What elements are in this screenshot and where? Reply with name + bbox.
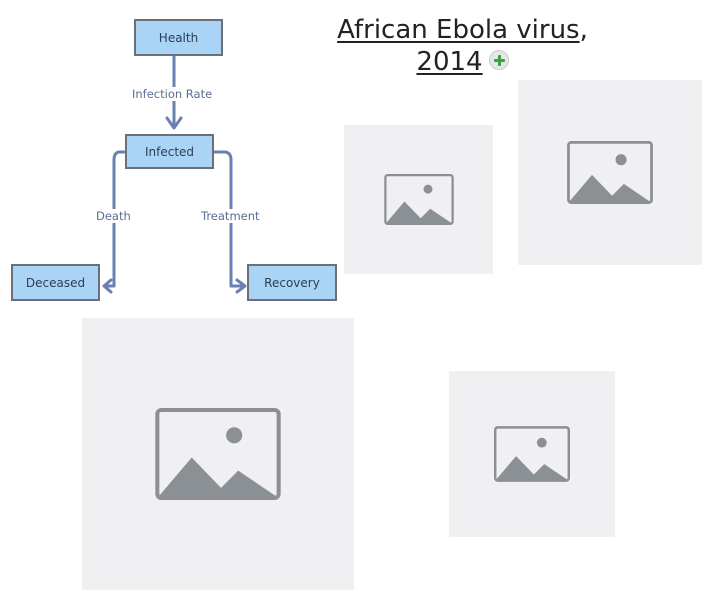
image-placeholder-3[interactable]: [82, 318, 354, 590]
page-title-text: African Ebola virus: [337, 15, 580, 45]
page-title-line2: 2014: [330, 46, 595, 78]
edge-death-arrowhead: [102, 278, 113, 294]
page-title-line1: African Ebola virus,: [330, 14, 595, 46]
edge-label-infection-rate: Infection Rate: [130, 87, 215, 101]
edge-death: [104, 150, 128, 288]
page-title-comma: ,: [579, 15, 588, 45]
node-recovery-label: Recovery: [264, 275, 320, 290]
plus-circle-icon[interactable]: [488, 49, 509, 70]
image-placeholder-1[interactable]: [344, 125, 493, 274]
image-placeholder-icon: [155, 408, 281, 500]
node-infected-label: Infected: [144, 144, 195, 159]
page-title-year: 2014: [416, 47, 483, 77]
image-placeholder-icon: [494, 426, 570, 482]
image-placeholder-2[interactable]: [518, 80, 702, 265]
edge-treatment: [212, 150, 244, 288]
edge-label-treatment: Treatment: [199, 209, 262, 223]
page-title: African Ebola virus, 2014: [330, 14, 595, 78]
edge-label-death: Death: [94, 209, 133, 223]
node-deceased-label: Deceased: [25, 275, 86, 290]
node-health[interactable]: Health: [134, 19, 223, 56]
node-deceased[interactable]: Deceased: [11, 264, 100, 301]
node-recovery[interactable]: Recovery: [247, 264, 337, 301]
edge-treatment-arrowhead: [235, 278, 247, 294]
image-placeholder-icon: [567, 141, 653, 204]
node-infected[interactable]: Infected: [125, 134, 214, 169]
edge-infection-rate-arrowhead: [165, 116, 183, 130]
image-placeholder-icon: [383, 174, 454, 225]
node-health-label: Health: [158, 30, 199, 45]
image-placeholder-4[interactable]: [449, 371, 615, 537]
